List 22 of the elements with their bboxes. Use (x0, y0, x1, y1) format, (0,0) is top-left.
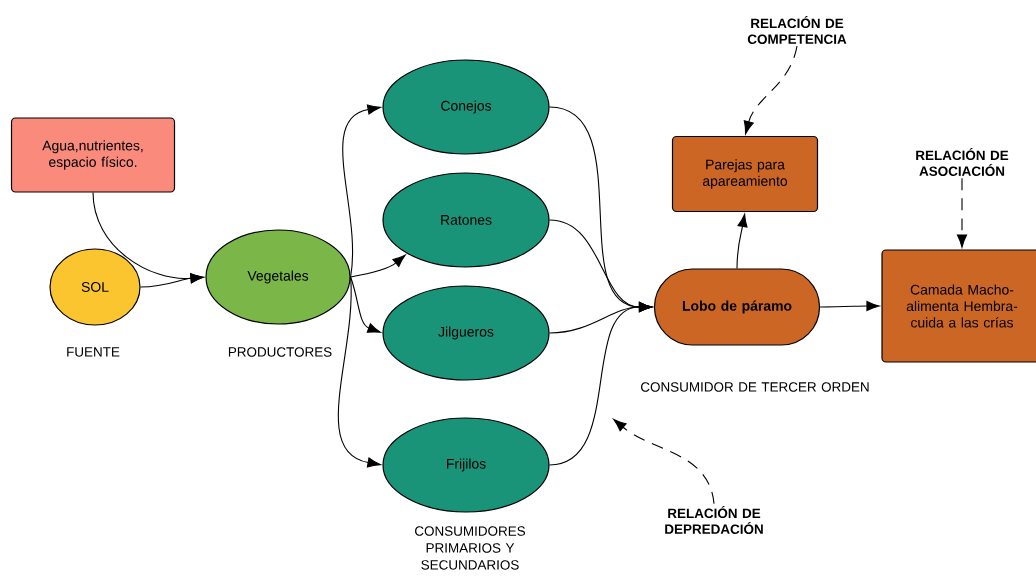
arrow (613, 418, 715, 505)
caption-text: CONSUMIDORES PRIMARIOS Y SECUNDARIOS (415, 526, 526, 570)
relation-label: RELACIÓN DE COMPETENCIA (747, 16, 847, 44)
arrow (956, 177, 968, 248)
predator-box: Lobo de páramo (653, 268, 821, 346)
process-box: Camada Macho-alimenta Hembra- cuida a las crías (881, 249, 1036, 363)
process-box: Parejas para apareamiento (671, 135, 819, 213)
caption-text: FUENTE (67, 347, 120, 357)
arrow (743, 45, 798, 135)
arrow (819, 300, 880, 312)
caption-text: PRODUCTORES (228, 347, 332, 357)
arrow (736, 213, 748, 269)
arrow (350, 276, 381, 333)
caption-text: CONSUMIDOR DE TERCER ORDEN (641, 382, 869, 392)
arrow (549, 301, 653, 466)
arrow (350, 254, 406, 278)
arrow (342, 104, 381, 278)
arrow (337, 276, 381, 468)
relation-label: RELACIÓN DE ASOCIACIÓN (916, 148, 1009, 176)
resource-box: Agua,nutrientes, espacio físico. (10, 117, 176, 193)
relation-label: RELACIÓN DE DEPREDACIÓN (665, 506, 763, 534)
arrow (140, 273, 204, 288)
